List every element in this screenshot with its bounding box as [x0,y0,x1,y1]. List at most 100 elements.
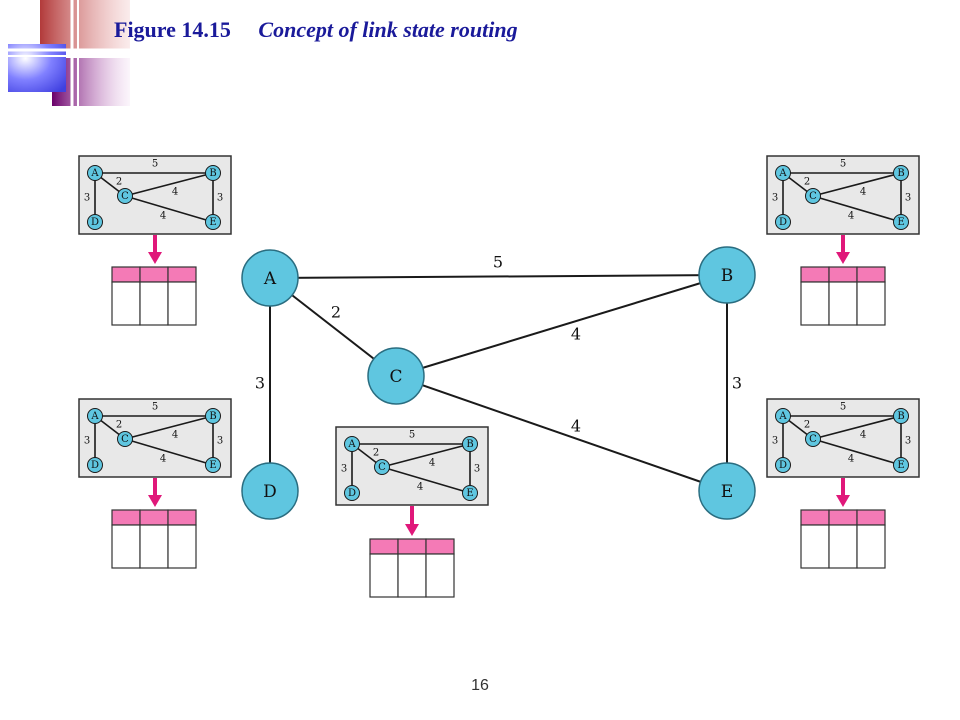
mini-link-cost-c-e: 4 [848,454,854,465]
mini-node-d [775,457,791,473]
mini-node-c [117,431,133,447]
mini-link-c-e [381,466,471,494]
table-body-cell [167,524,197,569]
mini-node-label-a: A [90,168,99,179]
table-header-cell [167,266,197,283]
router-node-label-d: D [263,482,277,502]
router-a-routing-table [111,266,197,326]
mini-node-label-e: E [897,217,904,228]
table-body-cell [828,524,858,569]
router-node-label-a: A [263,269,277,289]
mini-link-cost-a-c: 2 [804,177,810,188]
link-cost-a-d: 3 [255,374,265,393]
mini-link-c-e [124,438,214,466]
mini-link-c-b [381,443,471,468]
mini-link-cost-c-b: 4 [429,458,435,469]
mini-node-d [344,485,360,501]
mini-link-cost-c-e: 4 [417,482,423,493]
table-header-cell [111,266,141,283]
table-header-cell [828,266,858,283]
mini-node-e [205,214,221,230]
mini-node-label-b: B [209,411,216,422]
mini-node-e [205,457,221,473]
mini-link-c-b [812,172,902,197]
mini-link-cost-b-e: 3 [905,436,911,447]
mini-link-cost-a-b: 5 [152,159,158,170]
mini-node-a [87,165,103,181]
mini-node-label-a: A [778,168,787,179]
router-e-arrow-head [836,495,850,507]
mini-link-cost-c-e: 4 [848,211,854,222]
mini-node-a [344,436,360,452]
mini-node-label-b: B [897,168,904,179]
mini-node-label-a: A [90,411,99,422]
mini-link-cost-b-e: 3 [474,464,480,475]
mini-link-cost-a-b: 5 [840,402,846,413]
router-node-c [367,347,425,405]
router-b-routing-table [800,266,886,326]
table-body-cell [397,553,427,598]
router-b-arrow-head [836,252,850,264]
mini-node-e [893,214,909,230]
table-header-cell [800,266,830,283]
mini-link-cost-c-b: 4 [860,187,866,198]
table-body-cell [111,281,141,326]
mini-node-label-a: A [347,439,356,450]
mini-link-c-b [124,415,214,440]
deco-red-block [40,0,130,50]
mini-link-cost-a-b: 5 [152,402,158,413]
mini-node-label-d: D [779,217,787,228]
table-body-cell [800,281,830,326]
mini-link-cost-a-b: 5 [409,430,415,441]
slide-decoration [0,0,140,108]
link-cost-c-b: 4 [571,325,581,344]
mini-node-a [87,408,103,424]
mini-link-cost-a-d: 3 [772,436,778,447]
table-header-cell [167,509,197,526]
mini-link-cost-a-c: 2 [116,177,122,188]
mini-node-label-b: B [897,411,904,422]
table-body-cell [111,524,141,569]
mini-node-d [775,214,791,230]
mini-node-a [775,408,791,424]
router-node-d [241,462,299,520]
table-body-cell [856,524,886,569]
mini-node-label-c: C [809,191,817,202]
mini-node-label-d: D [91,217,99,228]
mini-node-label-a: A [778,411,787,422]
figure-number: Figure 14.15 [114,17,231,42]
mini-link-c-e [812,195,902,223]
router-node-label-c: C [389,367,402,387]
page-number: 16 [471,677,489,694]
mini-link-cost-a-d: 3 [84,193,90,204]
router-node-b [698,246,756,304]
mini-node-d [87,457,103,473]
mini-node-c [805,188,821,204]
table-body-cell [139,281,169,326]
mini-link-cost-a-d: 3 [341,464,347,475]
table-header-cell [856,266,886,283]
router-c-routing-table [369,538,455,598]
router-node-a [241,249,299,307]
router-d-arrow-head [148,495,162,507]
mini-link-c-b [124,172,214,197]
mini-node-b [205,408,221,424]
table-body-cell [139,524,169,569]
mini-node-c [805,431,821,447]
table-header-cell [856,509,886,526]
table-header-cell [828,509,858,526]
mini-node-label-e: E [209,217,216,228]
link-c-e [395,375,728,492]
mini-link-cost-a-c: 2 [116,420,122,431]
mini-node-b [205,165,221,181]
mini-link-cost-c-e: 4 [160,211,166,222]
mini-node-label-e: E [897,460,904,471]
link-cost-c-e: 4 [571,417,581,436]
